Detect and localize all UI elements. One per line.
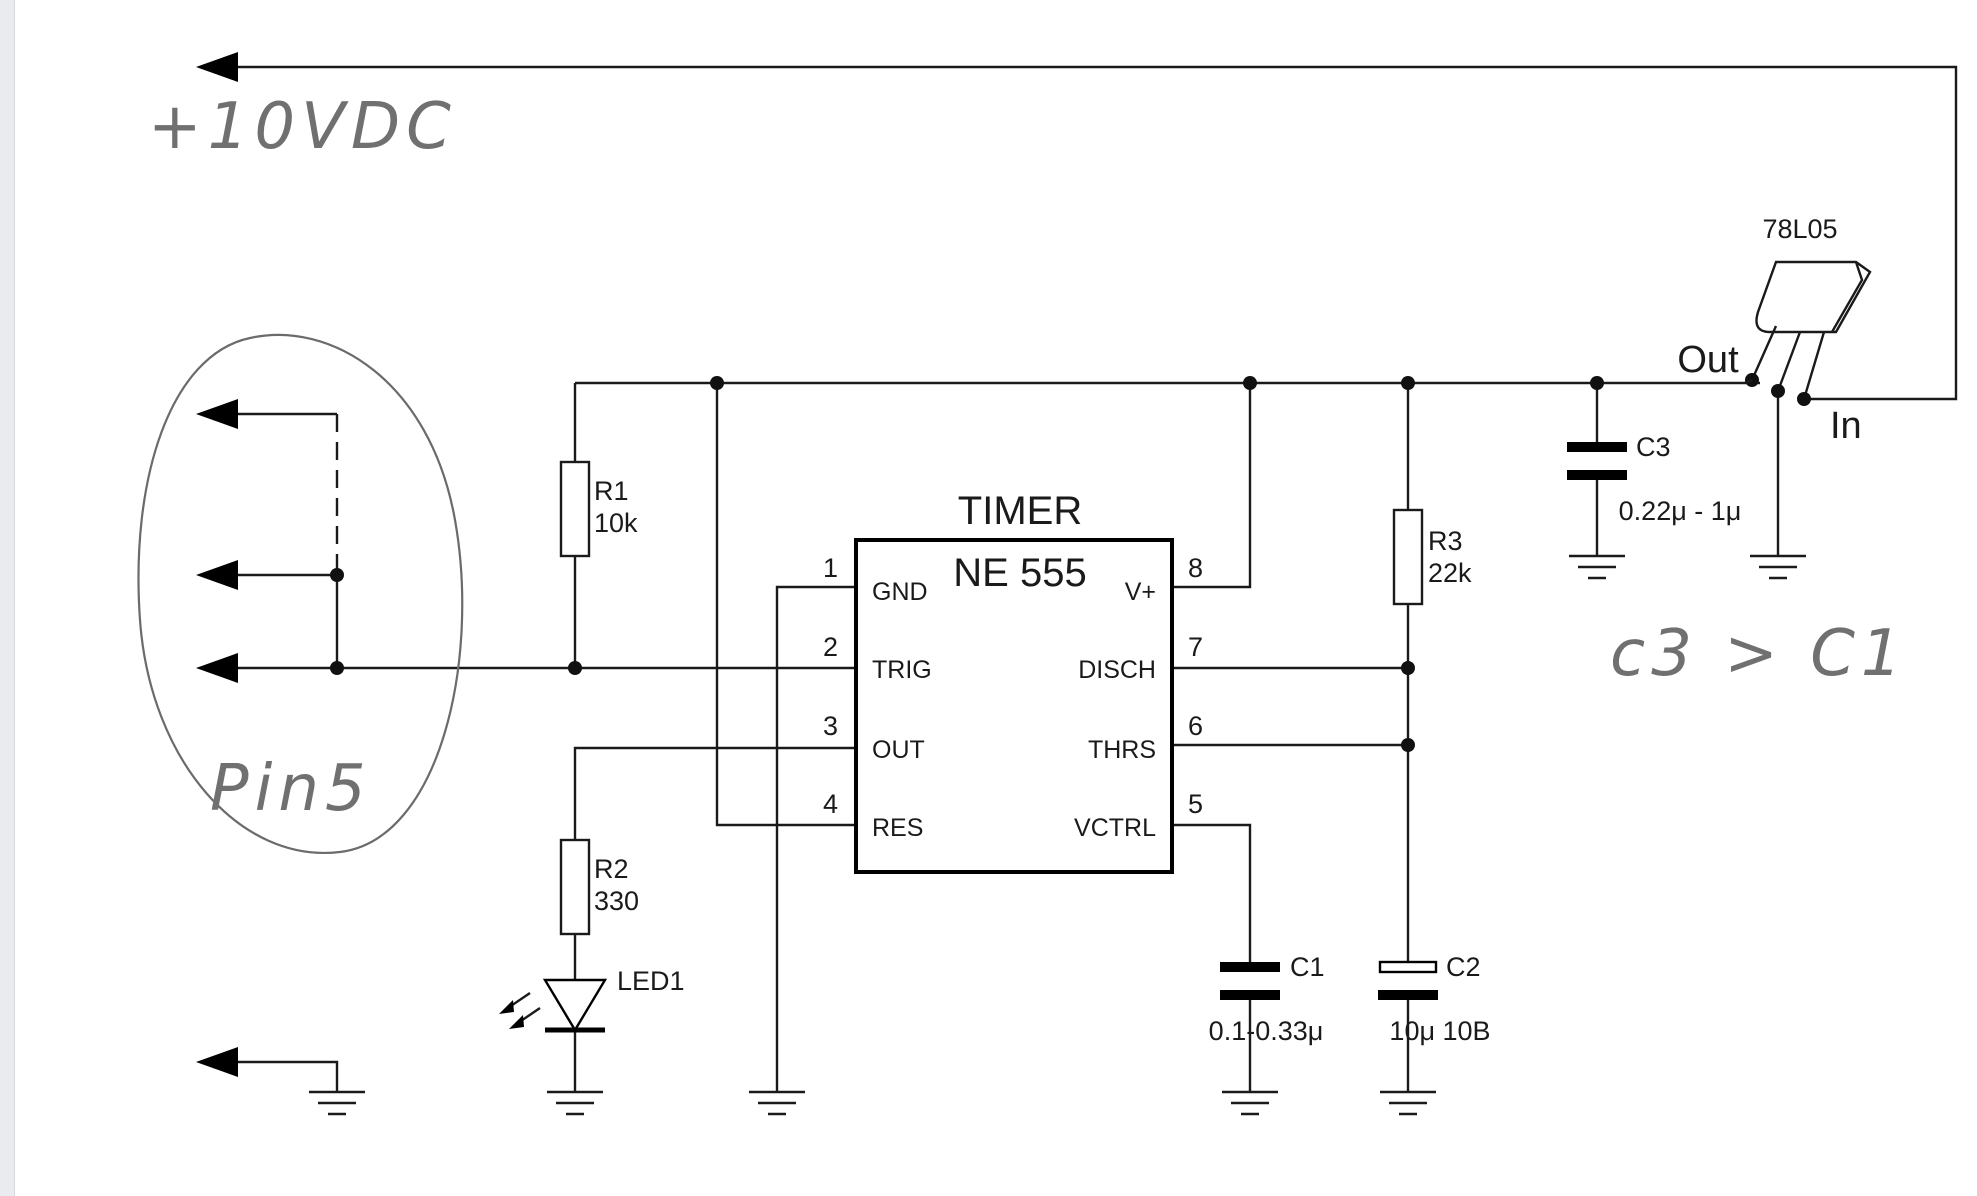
pin-label-res: RES xyxy=(872,814,923,842)
output-arrow-2-icon xyxy=(196,560,238,590)
pin-circle-label: Pin5 xyxy=(210,752,372,826)
pin-label-vctrl: VCTRL xyxy=(1074,814,1156,842)
regulator-ref: 78L05 xyxy=(1762,214,1837,244)
junction-dot xyxy=(710,376,724,390)
junction-dot xyxy=(1401,738,1415,752)
wires xyxy=(232,65,1958,1092)
r3-ref: R3 xyxy=(1428,526,1463,556)
pin-number-7: 7 xyxy=(1188,632,1203,662)
regulator-78l05: 78L05 Out In xyxy=(1677,214,1872,447)
capacitor-icon xyxy=(1567,442,1627,480)
left-edge-strip xyxy=(0,0,15,1196)
pin-number-5: 5 xyxy=(1188,789,1203,819)
ground-icon xyxy=(749,1090,805,1116)
capacitor-icon xyxy=(1220,962,1280,1000)
pin-label-out: OUT xyxy=(872,736,925,764)
r1-ref: R1 xyxy=(594,476,629,506)
chip-title: TIMER xyxy=(958,489,1082,533)
gnd-leg-dot xyxy=(1771,384,1785,398)
light-arrowhead xyxy=(499,1000,514,1014)
pin-number-6: 6 xyxy=(1188,711,1203,741)
arrow2-wire xyxy=(232,573,339,668)
ground-icon xyxy=(1380,1090,1436,1116)
regulator-in-label: In xyxy=(1830,405,1862,447)
pin-number-8: 8 xyxy=(1188,553,1203,583)
vctrl-wire xyxy=(1172,823,1252,967)
resistor-r1: R1 10k xyxy=(559,460,638,558)
c1-value: 0.1-0.33μ xyxy=(1209,1016,1324,1046)
c2-ref: C2 xyxy=(1446,952,1481,982)
handwritten-annotations: Pin5 +10VDC c3 > C1 xyxy=(137,90,1908,855)
ground-icon xyxy=(309,1090,365,1116)
package-edge xyxy=(1830,261,1864,333)
junction-dot xyxy=(330,568,344,582)
led-icon xyxy=(542,978,608,1033)
capacitor-c1: C1 0.1-0.33μ xyxy=(1209,952,1325,1046)
supply-rail-wire xyxy=(232,65,1958,401)
junctions xyxy=(330,376,1604,752)
pin-label-trig: TRIG xyxy=(872,656,932,684)
pin-circle-annotation xyxy=(137,333,464,855)
c3-value: 0.22μ - 1μ xyxy=(1619,496,1742,526)
chip-part-number: NE 555 xyxy=(953,551,1086,595)
ground-icon xyxy=(1750,554,1806,580)
out-wire xyxy=(573,746,856,840)
c2-value: 10μ 10B xyxy=(1389,1016,1490,1046)
pin-number-4: 4 xyxy=(823,789,838,819)
ground-arrow-icon xyxy=(196,1047,238,1077)
ne555-chip: TIMER NE 555 1 2 3 4 GND TRIG OUT RES 8 … xyxy=(823,489,1203,874)
light-arrowhead xyxy=(509,1015,524,1029)
resistor-icon xyxy=(559,838,591,936)
out-leg-connector xyxy=(1744,378,1753,385)
pin-label-gnd: GND xyxy=(872,578,928,606)
supply-arrow-icon xyxy=(196,52,238,82)
in-leg-dot xyxy=(1797,392,1811,406)
gnd-pin-wire xyxy=(775,585,856,1092)
electrolytic-capacitor-icon xyxy=(1378,960,1438,974)
capacitor-note-label: c3 > C1 xyxy=(1610,617,1908,691)
r2-ref: R2 xyxy=(594,854,629,884)
r1-value: 10k xyxy=(594,508,638,538)
resistor-icon xyxy=(1392,508,1424,606)
resistor-r2: R2 330 xyxy=(559,838,639,936)
r3-value: 22k xyxy=(1428,558,1472,588)
junction-dot xyxy=(568,661,582,675)
vplus-wire xyxy=(1172,383,1252,589)
supply-voltage-label: +10VDC xyxy=(148,90,457,164)
led1: LED1 xyxy=(499,966,685,1033)
capacitor-c2: C2 10μ 10B xyxy=(1378,952,1491,1046)
ground-icon xyxy=(1569,554,1625,580)
pin-number-2: 2 xyxy=(823,632,838,662)
c1-ref: C1 xyxy=(1290,952,1325,982)
r2-value: 330 xyxy=(594,886,639,916)
ground-icon xyxy=(547,1090,603,1116)
ground-symbols xyxy=(309,554,1806,1116)
led-ref: LED1 xyxy=(617,966,685,996)
reset-wire xyxy=(715,383,856,827)
pin-label-disch: DISCH xyxy=(1078,656,1156,684)
output-arrow-3-icon xyxy=(196,653,238,683)
regulator-out-label: Out xyxy=(1677,339,1739,381)
output-arrows xyxy=(196,52,238,1077)
junction-dot xyxy=(330,661,344,675)
regulator-legs xyxy=(1750,325,1826,400)
resistor-r3: R3 22k xyxy=(1392,508,1472,606)
pin-number-1: 1 xyxy=(823,553,838,583)
output-arrow-1-icon xyxy=(196,399,238,429)
pin-label-thrs: THRS xyxy=(1088,736,1156,764)
chip-body xyxy=(854,538,1174,874)
gnd-arrow-wire xyxy=(232,1060,339,1092)
junction-dot xyxy=(1243,376,1257,390)
pin-number-3: 3 xyxy=(823,711,838,741)
ground-icon xyxy=(1222,1090,1278,1116)
c3-ref: C3 xyxy=(1636,432,1671,462)
junction-dot xyxy=(1401,661,1415,675)
pin-label-vplus: V+ xyxy=(1125,578,1156,606)
junction-dot xyxy=(1401,376,1415,390)
resistor-icon xyxy=(559,460,591,558)
junction-dot xyxy=(1590,376,1604,390)
capacitor-c3: C3 0.22μ - 1μ xyxy=(1567,432,1741,526)
